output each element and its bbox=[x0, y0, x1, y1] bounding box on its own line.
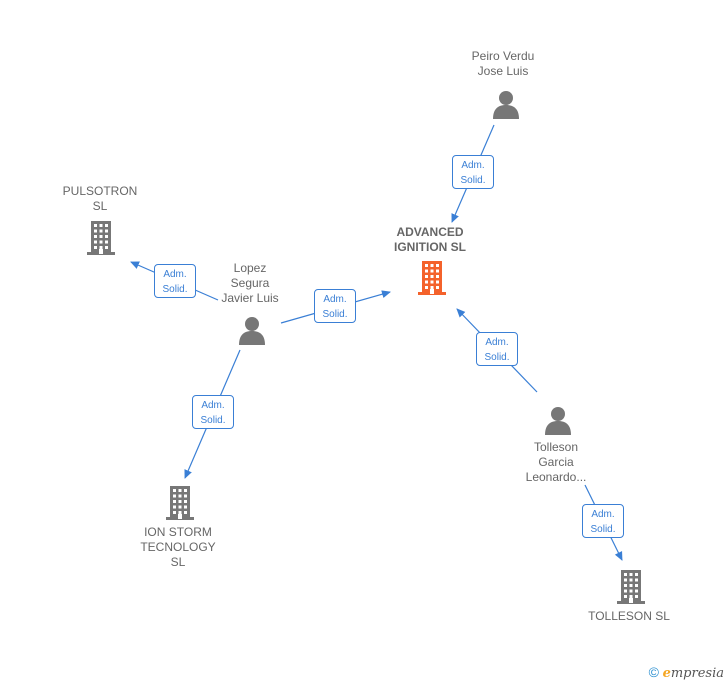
role-label-line: Solid. bbox=[162, 284, 188, 295]
brand-initial: e bbox=[662, 666, 671, 681]
copyright-symbol: © bbox=[648, 664, 659, 680]
role-label-line: Adm. bbox=[461, 160, 485, 171]
building-icon[interactable] bbox=[165, 486, 195, 525]
node-label-line: Peiro Verdu bbox=[471, 49, 535, 63]
node-label-line: ADVANCED bbox=[396, 225, 464, 239]
building-icon[interactable] bbox=[86, 221, 116, 260]
node-label-line: ION STORM bbox=[144, 525, 212, 539]
footer-brand: © empresia bbox=[649, 664, 724, 681]
role-label-line: Solid. bbox=[484, 352, 510, 363]
node-label-line: SL bbox=[170, 555, 186, 569]
role-label: Adm. Solid. bbox=[476, 332, 518, 366]
node-label-line: PULSOTRON bbox=[62, 184, 138, 198]
node-label-line: Jose Luis bbox=[477, 64, 529, 78]
role-label-line: Solid. bbox=[322, 309, 348, 320]
node-label-line: Garcia bbox=[538, 455, 574, 469]
role-label-line: Adm. bbox=[485, 337, 509, 348]
role-label: Adm. Solid. bbox=[452, 155, 494, 189]
person-icon[interactable] bbox=[543, 405, 573, 440]
role-label-line: Adm. bbox=[323, 294, 347, 305]
role-label: Adm. Solid. bbox=[582, 504, 624, 538]
role-label-line: Adm. bbox=[591, 509, 615, 520]
person-icon[interactable] bbox=[491, 89, 521, 124]
role-label: Adm. Solid. bbox=[314, 289, 356, 323]
node-label-line: Lopez bbox=[233, 261, 267, 275]
brand-rest: mpresia bbox=[670, 666, 724, 681]
role-label: Adm. Solid. bbox=[192, 395, 234, 429]
role-label-line: Solid. bbox=[460, 175, 486, 186]
role-label-line: Adm. bbox=[163, 269, 187, 280]
node-label-line: Javier Luis bbox=[221, 291, 279, 305]
person-icon[interactable] bbox=[237, 315, 267, 350]
node-label-line: TOLLESON SL bbox=[588, 609, 670, 623]
brand-logo: empresia bbox=[663, 666, 724, 681]
node-label-line: Segura bbox=[230, 276, 270, 290]
role-label-line: Solid. bbox=[200, 415, 226, 426]
building-icon[interactable] bbox=[417, 261, 447, 300]
role-label: Adm. Solid. bbox=[154, 264, 196, 298]
role-label-line: Adm. bbox=[201, 400, 225, 411]
node-label[interactable]: TOLLESON SL bbox=[588, 609, 670, 624]
node-label-line: TECNOLOGY bbox=[140, 540, 216, 554]
role-label-line: Solid. bbox=[590, 524, 616, 535]
node-label-line: Tolleson bbox=[533, 440, 579, 454]
node-label-line: Leonardo... bbox=[525, 470, 587, 484]
node-label-line: SL bbox=[92, 199, 108, 213]
building-icon[interactable] bbox=[616, 570, 646, 609]
node-label-line: IGNITION SL bbox=[394, 240, 466, 254]
